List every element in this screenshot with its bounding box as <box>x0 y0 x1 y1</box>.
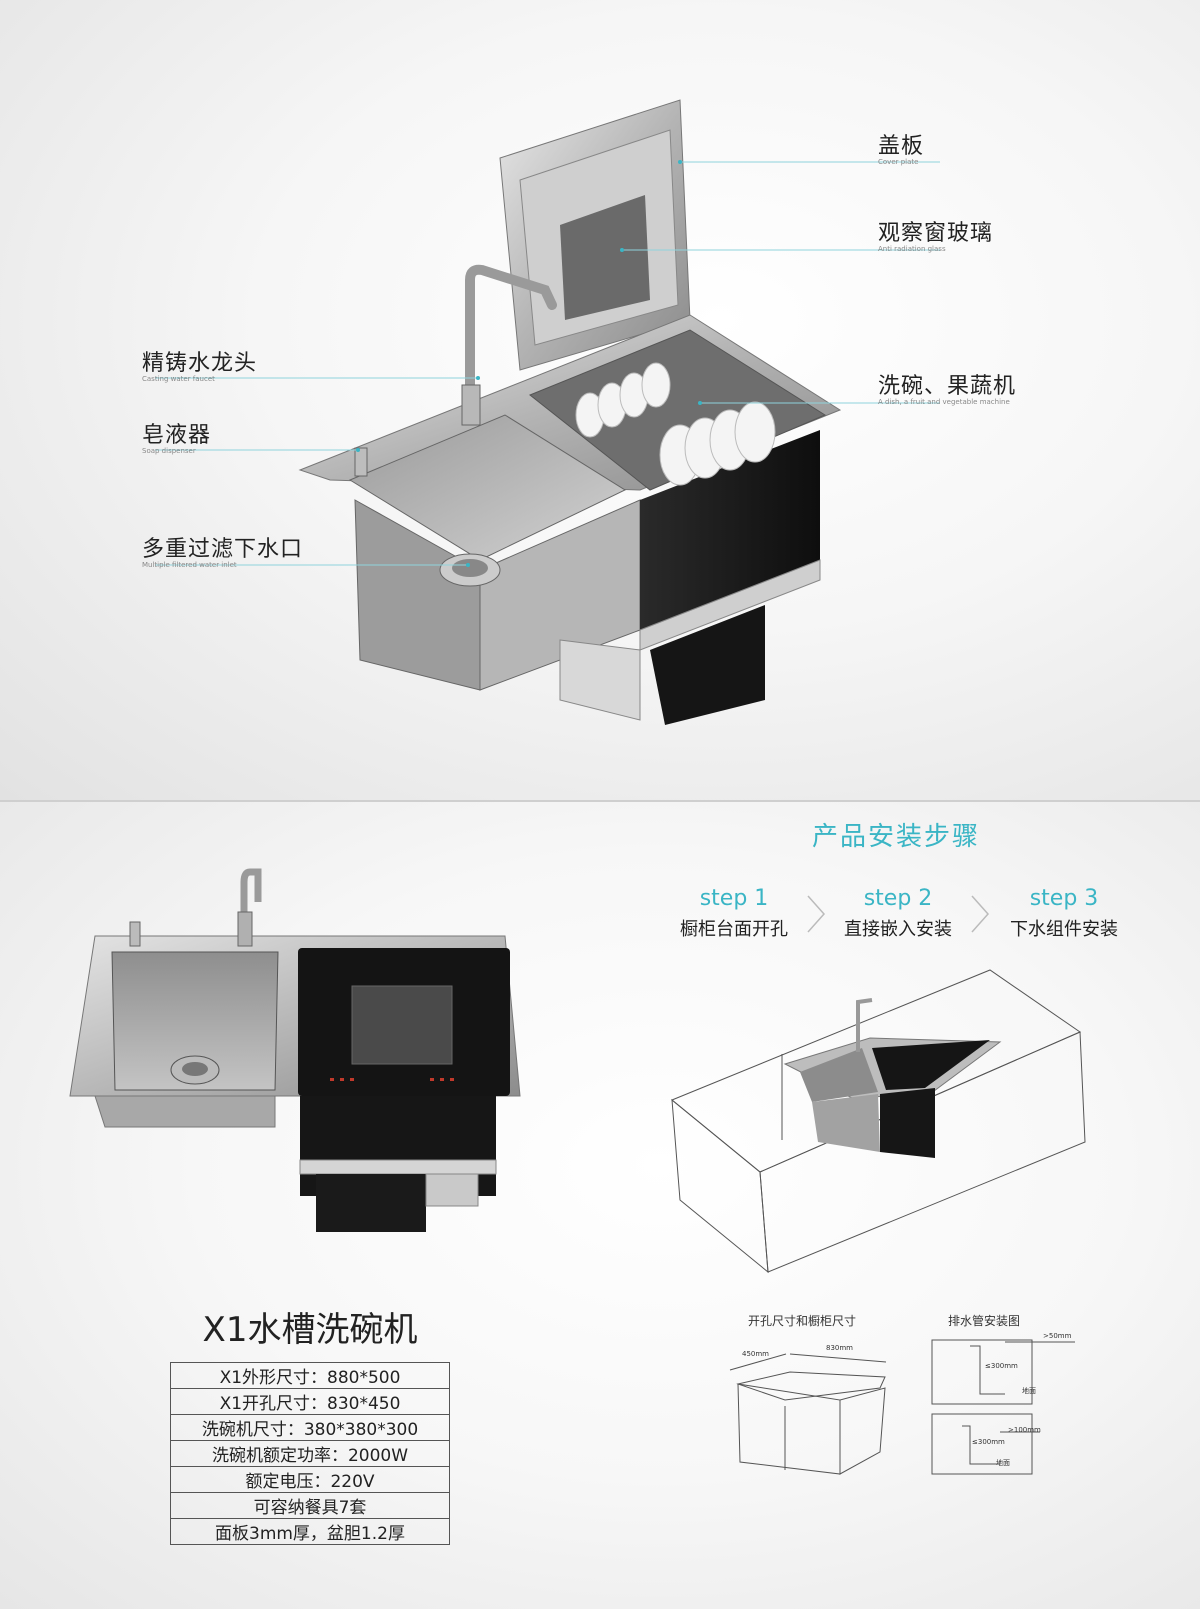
spec-cell: 面板3mm厚，盆胆1.2厚 <box>170 1518 450 1545</box>
spec-cell: X1开孔尺寸：830*450 <box>170 1388 450 1415</box>
product-and-install-illustrations <box>69 868 1086 1475</box>
spec-cell: 额定电压：220V <box>170 1466 450 1493</box>
drain-diagram-title: 排水管安装图 <box>948 1314 1021 1328</box>
install-title: 产品安装步骤 <box>812 822 981 852</box>
dim-100: >100mm <box>1008 1426 1041 1434</box>
step-desc: 直接嵌入安装 <box>844 919 952 940</box>
table-row: 可容纳餐具7套 <box>170 1492 450 1519</box>
floor-label-lower: 地面 <box>996 1459 1010 1467</box>
dim-300-lower: ≤300mm <box>972 1438 1005 1446</box>
section-divider <box>0 800 1200 802</box>
callout-cn: 皂液器 <box>142 423 212 448</box>
feature-panel: 盖板 Cover plate 观察窗玻璃 Anti radiation glas… <box>0 0 1200 800</box>
floor-label-upper: 地面 <box>1022 1387 1036 1395</box>
callout-faucet: 精铸水龙头 Casting water faucet <box>142 345 257 383</box>
step-2: step 2 直接嵌入安装 <box>823 886 973 941</box>
spec-cell: 洗碗机额定功率：2000W <box>170 1440 450 1467</box>
callout-en: Anti radiation glass <box>878 245 946 253</box>
spec-cell: X1外形尺寸：880*500 <box>170 1362 450 1389</box>
callout-dishwasher: 洗碗、果蔬机 A dish, a fruit and vegetable mac… <box>878 368 1016 406</box>
step-desc: 下水组件安装 <box>1010 919 1118 940</box>
callout-en: Casting water faucet <box>142 375 215 383</box>
table-row: 洗碗机额定功率：2000W <box>170 1440 450 1467</box>
step-desc: 橱柜台面开孔 <box>680 919 788 940</box>
callout-cn: 洗碗、果蔬机 <box>878 374 1017 399</box>
dim-50: >50mm <box>1043 1332 1072 1340</box>
callout-cn: 精铸水龙头 <box>142 351 258 376</box>
callout-en: A dish, a fruit and vegetable machine <box>878 398 1010 406</box>
cutout-diagram-title: 开孔尺寸和橱柜尺寸 <box>748 1314 857 1328</box>
callout-drain: 多重过滤下水口 Multiple filtered water inlet <box>142 531 303 569</box>
table-row: 洗碗机尺寸：380*380*300 <box>170 1414 450 1441</box>
install-panel: 产品安装步骤 step 1 橱柜台面开孔 step 2 直接嵌入安装 step … <box>0 802 1200 1609</box>
callout-glass: 观察窗玻璃 Anti radiation glass <box>878 215 993 253</box>
spec-cell: 洗碗机尺寸：380*380*300 <box>170 1414 450 1441</box>
table-row: 额定电压：220V <box>170 1466 450 1493</box>
callout-soap-dispenser: 皂液器 Soap dispenser <box>142 417 211 455</box>
dim-830: 830mm <box>826 1344 853 1352</box>
callout-cn: 多重过滤下水口 <box>142 537 304 562</box>
step-1: step 1 橱柜台面开孔 <box>659 886 809 941</box>
dim-450: 450mm <box>742 1350 769 1358</box>
product-title: X1水槽洗碗机 <box>202 1310 418 1350</box>
table-row: X1外形尺寸：880*500 <box>170 1362 450 1389</box>
callout-en: Multiple filtered water inlet <box>142 561 237 569</box>
step-label: step 1 <box>699 886 769 911</box>
callout-cn: 观察窗玻璃 <box>878 221 994 246</box>
step-label: step 3 <box>1029 886 1099 911</box>
table-row: 面板3mm厚，盆胆1.2厚 <box>170 1518 450 1545</box>
sink-dishwasher-illustration <box>155 99 940 725</box>
callout-en: Soap dispenser <box>142 447 196 455</box>
step-label: step 2 <box>863 886 933 911</box>
spec-table: X1外形尺寸：880*500 X1开孔尺寸：830*450 洗碗机尺寸：380*… <box>170 1362 450 1545</box>
dim-300-upper: ≤300mm <box>985 1362 1018 1370</box>
callout-cover-plate: 盖板 Cover plate <box>878 128 924 166</box>
step-3: step 3 下水组件安装 <box>989 886 1139 941</box>
table-row: X1开孔尺寸：830*450 <box>170 1388 450 1415</box>
callout-en: Cover plate <box>878 158 919 166</box>
spec-cell: 可容纳餐具7套 <box>170 1492 450 1519</box>
callout-cn: 盖板 <box>878 134 925 159</box>
